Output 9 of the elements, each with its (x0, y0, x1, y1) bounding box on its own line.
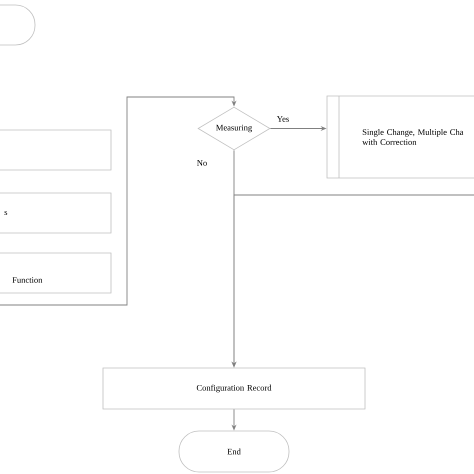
process-box (0, 130, 112, 170)
process-box: s (0, 192, 112, 234)
edge-label: No (196, 159, 208, 167)
arrow (0, 96, 237, 306)
process-box: Function (0, 252, 112, 294)
terminal-shape (0, 4, 36, 46)
process-box: Configuration Record (102, 368, 366, 410)
process-box: Single Change, Multiple Cha with Correction (326, 96, 474, 178)
edge-label: Yes (276, 115, 290, 123)
